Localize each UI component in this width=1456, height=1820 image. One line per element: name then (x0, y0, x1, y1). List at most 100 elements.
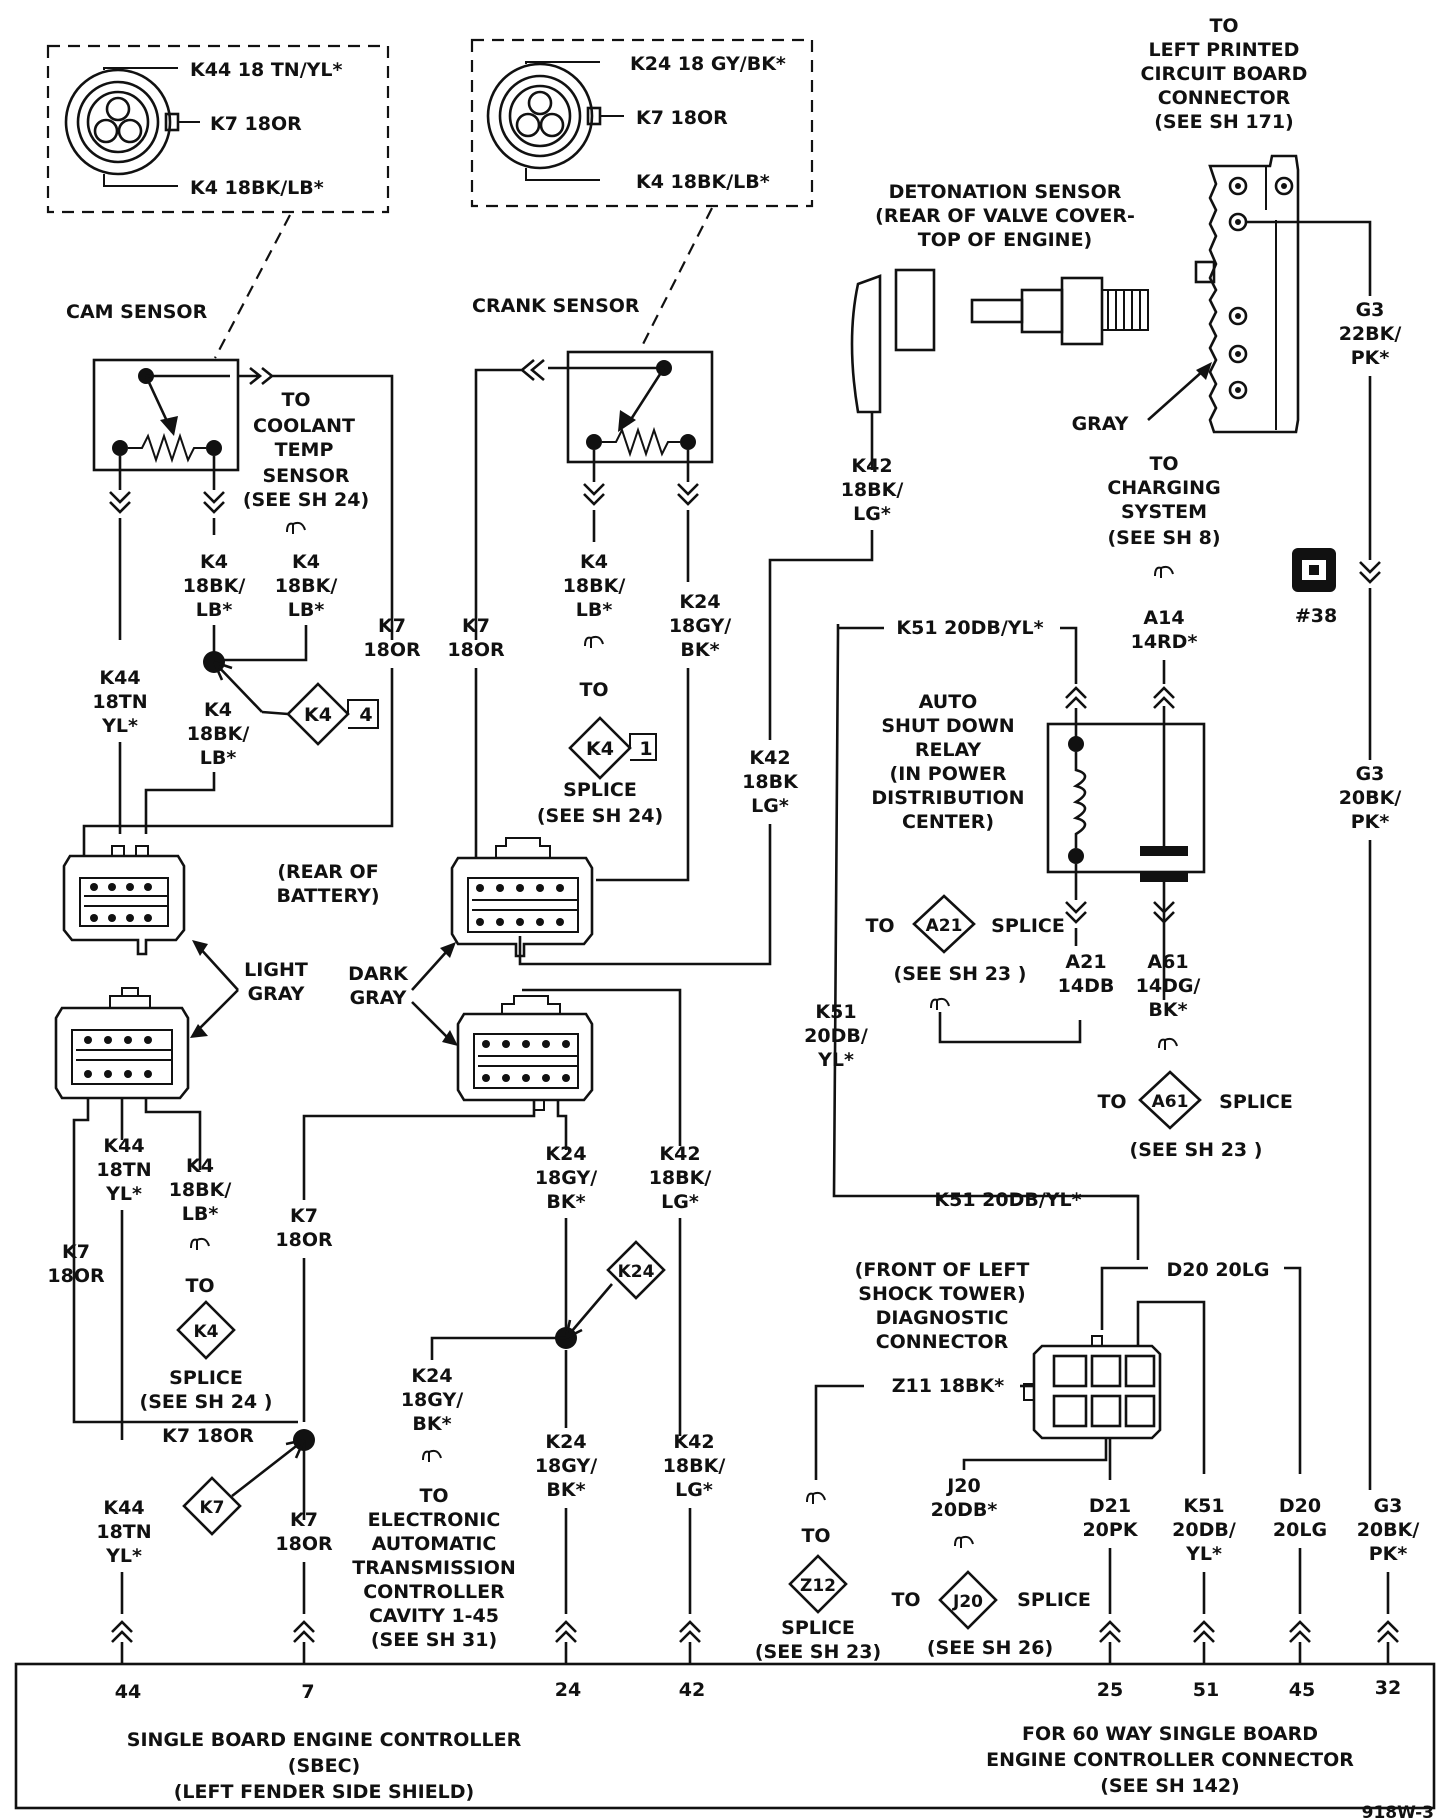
pin-42: 42 (679, 1679, 705, 1701)
pin-32: 32 (1375, 1677, 1401, 1699)
cam-coolant-0: TO (281, 389, 310, 411)
lc-k24-1: 18GY/ (535, 1167, 597, 1189)
ll-k7-run: K7 18OR (162, 1425, 254, 1447)
rear-battery-1: BATTERY) (276, 885, 379, 907)
connector-38-label: #38 (1295, 605, 1337, 627)
j20-see: (SEE SH 26) (927, 1637, 1053, 1659)
lc-k42-bot-0: K42 (673, 1431, 714, 1453)
cam-pin-2: K7 18OR (210, 113, 302, 135)
cam-k44-0: K44 (99, 667, 140, 689)
cam-k4-b-0: K4 (292, 551, 320, 573)
diag-d20-run: D20 20LG (1167, 1259, 1270, 1281)
diag-title-3: CONNECTOR (876, 1331, 1009, 1353)
svg-text:K4: K4 (304, 704, 332, 726)
pin-25: 25 (1097, 1679, 1123, 1701)
det-k42-0: K42 (851, 455, 892, 477)
det-k42-2: LG* (853, 503, 891, 525)
ll-k4-0: K4 (186, 1155, 214, 1177)
a61-see: (SEE SH 23 ) (1130, 1139, 1263, 1161)
g3-mid-0: G3 (1356, 763, 1385, 785)
sbec-conn-1: ENGINE CONTROLLER CONNECTOR (986, 1749, 1354, 1771)
sbec-conn-2: (SEE SH 142) (1100, 1775, 1240, 1797)
lc-k24-bot-2: BK* (546, 1479, 585, 1501)
charging-1: CHARGING (1107, 477, 1220, 499)
pin-7: 7 (301, 1681, 314, 1703)
svg-text:Z12: Z12 (800, 1576, 836, 1596)
cam-sensor-detail: K44 18 TN/YL* K7 18OR K4 18BK/LB* (46, 44, 390, 214)
diag-d21-1: 20PK (1082, 1519, 1138, 1541)
crank-k24-2: BK* (680, 639, 719, 661)
lc-k24-0: K24 (545, 1143, 586, 1165)
a21-to: TO (865, 915, 894, 937)
sbec-conn-0: FOR 60 WAY SINGLE BOARD (1022, 1723, 1318, 1745)
lc-k24-2: BK* (546, 1191, 585, 1213)
crank-k7-0: K7 (462, 615, 490, 637)
pin-45: 45 (1289, 1679, 1315, 1701)
diag-title-2: DIAGNOSTIC (876, 1307, 1009, 1329)
z12-splice-0: SPLICE (781, 1617, 855, 1639)
a21-splice: SPLICE (991, 915, 1065, 937)
crank-k42-2: LG* (751, 795, 789, 817)
pcb-to-0: TO (1209, 15, 1238, 37)
light-gray-0: LIGHT (244, 959, 308, 981)
crank-sensor-detail: K24 18 GY/BK* K7 18OR K4 18BK/LB* (470, 38, 814, 208)
relay-box (1046, 722, 1206, 874)
svg-text:J20: J20 (952, 1592, 983, 1612)
lc-branch-0: K24 (411, 1365, 452, 1387)
relay-title-0: AUTO (919, 691, 978, 713)
det-title-2: TOP OF ENGINE) (918, 229, 1093, 251)
crank-k42-1: 18BK (742, 771, 799, 793)
pcb-to-1: LEFT PRINTED (1149, 39, 1300, 61)
pin-51: 51 (1193, 1679, 1219, 1701)
det-k42-1: 18BK/ (841, 479, 904, 501)
crank-sensor-label: CRANK SENSOR (472, 295, 640, 317)
a61-splice: SPLICE (1219, 1091, 1293, 1113)
crank-k24-0: K24 (679, 591, 720, 613)
diag-d21-0: D21 (1089, 1495, 1131, 1517)
diag-title-0: (FRONT OF LEFT (855, 1259, 1030, 1281)
k24-splice-tag: K24 (606, 1240, 666, 1300)
dark-gray-0: DARK (348, 963, 409, 985)
ll-k4-splice-tag: K4 (176, 1300, 236, 1360)
crank-k4-0: K4 (580, 551, 608, 573)
diag-d20-1: 20LG (1273, 1519, 1327, 1541)
light-gray-1: GRAY (248, 983, 305, 1005)
diag-z11: Z11 18BK* (892, 1375, 1004, 1397)
svg-text:1: 1 (639, 738, 652, 760)
diag-g3-1: 20BK/ (1357, 1519, 1420, 1541)
j20-to: TO (891, 1589, 920, 1611)
relay-title-3: (IN POWER (890, 763, 1007, 785)
charging-0: TO (1149, 453, 1178, 475)
pin-24: 24 (555, 1679, 581, 1701)
diag-k51-0: K51 (1183, 1495, 1224, 1517)
a61-to: TO (1097, 1091, 1126, 1113)
crank-k4-1: 18BK/ (563, 575, 626, 597)
cam-harness-connector-lower (54, 987, 190, 1100)
g3-mid-2: PK* (1351, 811, 1390, 833)
charging-3: (SEE SH 8) (1107, 527, 1220, 549)
cam-k4-b-1: 18BK/ (275, 575, 338, 597)
diag-k51-2: YL* (1185, 1543, 1222, 1565)
pcb-to-3: CONNECTOR (1158, 87, 1291, 109)
a61-splice-tag: A61 (1138, 1070, 1202, 1130)
lc-branch-2: BK* (412, 1413, 451, 1435)
det-title-1: (REAR OF VALVE COVER- (875, 205, 1135, 227)
relay-title-2: RELAY (915, 739, 982, 761)
cam-coolant-1: COOLANT (253, 415, 355, 437)
crank-harness-connector-upper (450, 837, 594, 958)
diag-g3-0: G3 (1374, 1495, 1403, 1517)
crank-k4-splice-tag: K4 1 (568, 716, 657, 780)
k7-splice-tag: K7 (182, 1476, 242, 1536)
det-title-0: DETONATION SENSOR (889, 181, 1122, 203)
pcb-to-4: (SEE SH 171) (1154, 111, 1294, 133)
a21-splice-tag: A21 (912, 894, 976, 954)
ll-k4-2: LB* (182, 1203, 219, 1225)
svg-text:A61: A61 (1152, 1092, 1189, 1112)
g3-top-1: 22BK/ (1339, 323, 1402, 345)
ll-k44-bot-2: YL* (105, 1545, 142, 1567)
diag-k51-1: 20DB/ (1172, 1519, 1236, 1541)
k51-top: K51 20DB/YL* (896, 617, 1043, 639)
sheet-id: 918W-3 (1362, 1803, 1434, 1820)
crank-k24-1: 18GY/ (669, 615, 731, 637)
